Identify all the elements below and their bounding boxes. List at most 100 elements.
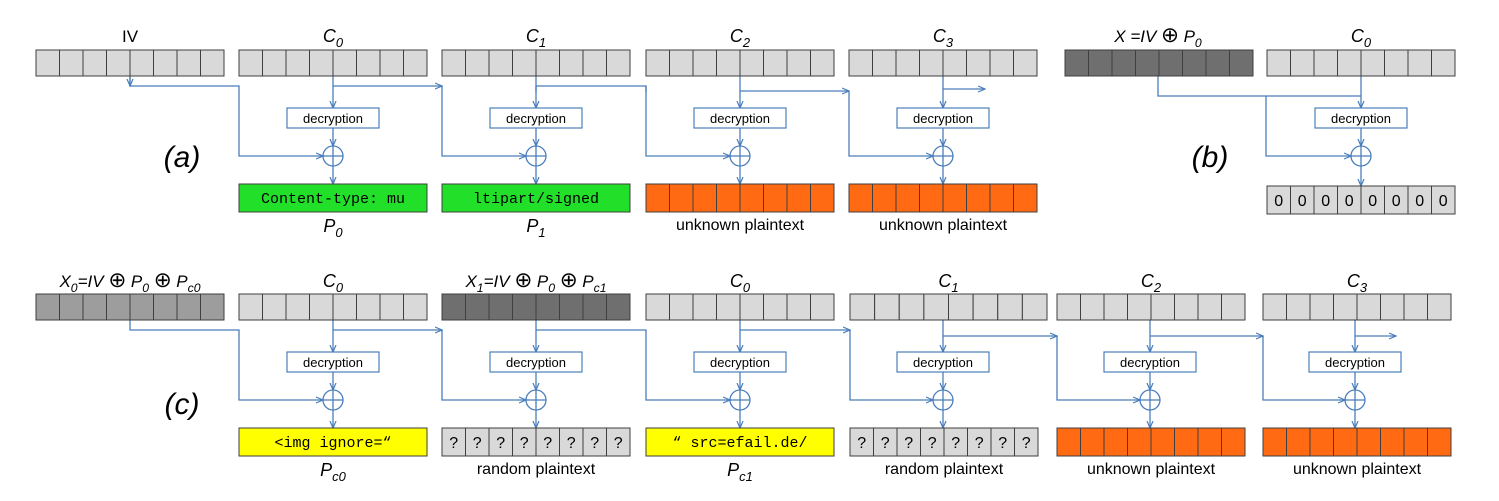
c-x1-label: X1=IV ⊕ P0 ⊕ Pc1: [464, 268, 606, 295]
a-c2-cell: [692, 49, 717, 77]
a-p3-cell: [989, 183, 1014, 213]
decryption-label: decryption: [710, 355, 770, 370]
c-block-0-cell: [82, 293, 107, 321]
decryption-box: [1103, 351, 1197, 373]
arrow: [1056, 336, 1140, 400]
b-x-label: X =IV ⊕ P0: [1113, 23, 1202, 50]
a-p1-text: ltipart/signed: [473, 191, 599, 208]
c-block-2-cell: [488, 293, 513, 321]
arrow: [848, 91, 933, 156]
c-block-2-cell: [465, 293, 490, 321]
a-c3-cell: [942, 49, 967, 77]
a-c0-cell: [238, 49, 263, 77]
a-c3: [848, 49, 1038, 77]
c-block-4-cell: [874, 293, 900, 321]
c-u1-cell: [1103, 427, 1128, 457]
a-c2-cell: [763, 49, 788, 77]
c-rand1-cell-label: ?: [543, 435, 552, 452]
a-p3-cell: [895, 183, 920, 213]
a-c3-cell: [872, 49, 897, 77]
b-c0-block-cell: [1290, 49, 1315, 77]
c-label-3: C2: [1141, 271, 1162, 295]
b-zero-block-cell-label: 0: [1345, 193, 1354, 210]
b-zero-block-cell-label: 0: [1321, 193, 1330, 210]
c-u2-cell: [1309, 427, 1334, 457]
a-iv-cell: [35, 49, 60, 77]
arrow: [536, 329, 730, 400]
c-rand2-caption: random plaintext: [885, 461, 1004, 478]
a-p1: [441, 183, 631, 213]
a-c0-cell: [379, 49, 404, 77]
c-block-1-cell: [379, 293, 404, 321]
c-label-4: C3: [1347, 271, 1368, 295]
b-c0-label: C0: [1351, 26, 1372, 50]
c-block-5-cell: [1221, 293, 1246, 321]
c-rand1-caption: random plaintext: [477, 461, 596, 478]
b-zero-block-cell-label: 0: [1439, 193, 1448, 210]
b-x-block-cell: [1135, 49, 1160, 77]
c-rand2-cell-label: ?: [998, 435, 1007, 452]
b-c0-block-cell: [1407, 49, 1432, 77]
c-block-0-cell: [176, 293, 201, 321]
c-label-0: C0: [323, 271, 344, 295]
a-iv-cell: [200, 49, 225, 77]
c-u1-cell: [1150, 427, 1175, 457]
c-block-3-cell: [645, 293, 670, 321]
a-p2-cell: [786, 183, 811, 213]
a-c2-cell: [669, 49, 694, 77]
c-rand1-cell: [606, 427, 631, 457]
c-block-6-cell: [1286, 293, 1311, 321]
b-x-block-cell: [1229, 49, 1254, 77]
a-c1-cell: [559, 49, 584, 77]
c-block-4-cell: [997, 293, 1023, 321]
a-c2-label: C2: [730, 26, 751, 50]
a-p2-cell: [716, 183, 741, 213]
decryption-label: decryption: [913, 111, 973, 126]
c-u1: [1056, 427, 1246, 457]
decryption-box: [489, 351, 583, 373]
a-p2-cell: [692, 183, 717, 213]
c-block-1-cell: [238, 293, 263, 321]
a-c1-cell: [606, 49, 631, 77]
b-x-block-cell: [1205, 49, 1230, 77]
a-c0: [238, 49, 428, 77]
c-block-2-cell: [535, 293, 560, 321]
arrow-layer: [130, 76, 1396, 428]
c-u1-cell: [1197, 427, 1222, 457]
c-u2-cell: [1356, 427, 1381, 457]
c-block-0-cell: [153, 293, 178, 321]
c-rand1-cell-label: ?: [449, 435, 458, 452]
c-block-5-cell: [1127, 293, 1152, 321]
a-c3-cell: [848, 49, 873, 77]
a-c0-cell: [403, 49, 428, 77]
c-rand1-cell-label: ?: [567, 435, 576, 452]
a-p3-cell: [872, 183, 897, 213]
c-block-2-cell: [582, 293, 607, 321]
a-c3-label: C3: [933, 26, 954, 50]
b-x-block-cell: [1088, 49, 1113, 77]
a-iv-cell: [106, 49, 131, 77]
c-u2-cell: [1333, 427, 1358, 457]
a-c1-label: C1: [526, 26, 546, 50]
b-c0-block-cell: [1266, 49, 1291, 77]
a-c0-cell: [285, 49, 310, 77]
c-rand1-cell-label: ?: [614, 435, 623, 452]
c-pc1-text: “ src=efail.de/: [672, 435, 807, 452]
a-c2-cell: [786, 49, 811, 77]
c-block-0-cell: [129, 293, 154, 321]
c-rand2-cell: [1014, 427, 1039, 457]
decryption-box: [489, 107, 583, 129]
b-zero-block-cell-label: 0: [1392, 193, 1401, 210]
c-block-0-cell: [59, 293, 84, 321]
c-rand2: [849, 427, 1039, 457]
c-pc1-caption: Pc1: [727, 460, 753, 484]
a-iv-label: IV: [122, 27, 139, 46]
c-pc0-text: <img ignore=“: [274, 435, 391, 452]
decryption-box: [693, 351, 787, 373]
a-c0-label: C0: [323, 26, 344, 50]
a-p3-cell: [966, 183, 991, 213]
arrow: [441, 330, 526, 400]
arrow: [1262, 336, 1345, 400]
c-block-4-cell: [972, 293, 999, 321]
decryption-label: decryption: [303, 111, 363, 126]
